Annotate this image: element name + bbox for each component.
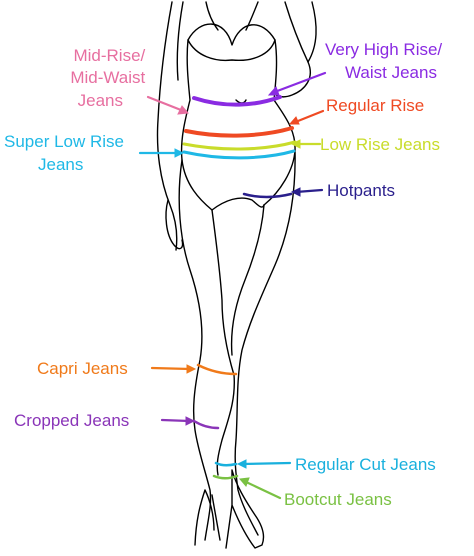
very-high-rise-band (192, 95, 282, 107)
cropped-band (192, 419, 220, 430)
left-hand-outline (165, 199, 184, 250)
super-low-rise-label-line: Jeans (38, 155, 83, 174)
low-rise-band (182, 140, 297, 151)
regular-rise-label-line: Regular Rise (326, 96, 424, 115)
right-leg-inner-outline (230, 204, 265, 356)
super-low-rise-band (182, 149, 296, 160)
regular-rise-arrowhead (288, 116, 300, 125)
torso-left-outline (180, 39, 213, 211)
capri-label: Capri Jeans (37, 359, 128, 378)
mid-rise-arrow (146, 95, 188, 114)
mid-rise-arrowhead (177, 105, 190, 115)
very-high-rise-label-line: Very High Rise/ (325, 40, 442, 59)
bootcut-band (212, 474, 239, 480)
pointer-arrows (138, 71, 327, 500)
right-arm-outline (271, 1, 311, 98)
hotpants-band (242, 192, 293, 199)
hotpants-label-line: Hotpants (327, 181, 395, 200)
bootcut-label: Bootcut Jeans (284, 490, 392, 509)
capri-band (196, 363, 238, 376)
cropped-arrow (160, 418, 191, 423)
hotpants-arrowhead (290, 187, 301, 197)
left-arm-outline (156, 1, 178, 251)
right-elbow-outline (307, 1, 317, 63)
low-rise-arrowhead (290, 139, 301, 149)
regular-cut-arrow (240, 461, 292, 466)
right-leg-outer-outline (234, 149, 296, 536)
mid-rise-label-line: Mid-Rise/ (73, 46, 145, 65)
underwear-outline (211, 197, 265, 211)
capri-arrowhead (186, 364, 197, 374)
low-rise-label: Low Rise Jeans (320, 135, 440, 154)
left-leg-outer-outline (178, 159, 212, 541)
bra-straps-outline (205, 1, 259, 31)
mid-rise-label-line: Mid-Waist (70, 68, 145, 87)
regular-cut-label-line: Regular Cut Jeans (295, 455, 436, 474)
regular-rise-label: Regular Rise (326, 96, 424, 115)
super-low-rise-arrowhead (174, 148, 185, 158)
regular-cut-label: Regular Cut Jeans (295, 455, 436, 474)
bootcut-arrow (242, 479, 282, 500)
left-arm-inner-outline (176, 1, 184, 81)
left-shoe-outline (194, 489, 221, 546)
super-low-rise-label: Super Low Rise Jeans (4, 132, 129, 174)
right-shoe-outline (225, 469, 265, 549)
very-high-rise-label: Very High Rise/ Waist Jeans (325, 40, 447, 82)
cropped-label: Cropped Jeans (14, 411, 129, 430)
mid-rise-label: Mid-Rise/ Mid-Waist Jeans (70, 46, 150, 110)
mid-rise-label-line: Jeans (78, 91, 123, 110)
capri-label-line: Capri Jeans (37, 359, 128, 378)
low-rise-label-line: Low Rise Jeans (320, 135, 440, 154)
body-figure (156, 1, 317, 549)
labels: Mid-Rise/ Mid-Waist Jeans Very High Rise… (4, 40, 447, 509)
regular-cut-arrowhead (236, 459, 247, 469)
bra-outline (187, 23, 276, 62)
very-high-rise-arrow (270, 71, 327, 95)
garment-lines (182, 95, 297, 480)
very-high-rise-arrowhead (267, 86, 280, 96)
super-low-rise-label-line: Super Low Rise (4, 132, 124, 151)
regular-cut-band (214, 461, 238, 467)
bootcut-label-line: Bootcut Jeans (284, 490, 392, 509)
cropped-arrowhead (185, 416, 196, 426)
very-high-rise-label-line: Waist Jeans (345, 63, 437, 82)
cropped-label-line: Cropped Jeans (14, 411, 129, 430)
hotpants-label: Hotpants (327, 181, 395, 200)
torso-right-outline (263, 39, 296, 206)
capri-arrow (150, 366, 192, 371)
bootcut-arrowhead (239, 477, 250, 487)
regular-rise-band (184, 126, 294, 138)
